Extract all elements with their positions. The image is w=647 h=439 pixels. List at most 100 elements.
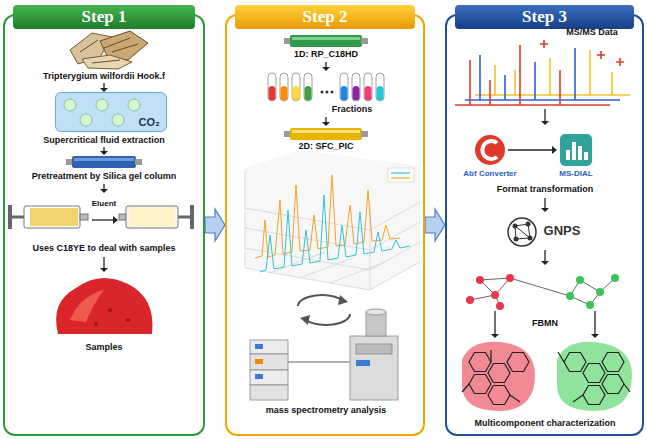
flow-arrow [544,109,545,121]
bark-illustration [80,38,138,63]
first-dimension-column [284,35,368,47]
abf-converter-logo [482,141,497,159]
flow-arrow [494,311,495,334]
ms-dial-logo [566,150,570,160]
red-powder [94,322,98,326]
ms-dial-logo [560,134,592,166]
step-caption: 1D: RP_C18HD [294,49,358,59]
molecular-network [476,276,484,284]
first-dimension-column [290,35,362,47]
cycle-arrows [338,295,348,305]
silica-column [135,159,142,165]
flow-arrow [552,146,557,154]
fraction-tubes [341,86,348,101]
ms-dial-logo [578,146,582,160]
flow-arrow [325,62,326,67]
second-dimension-column [292,130,360,133]
fraction-tubes [377,86,384,101]
gnps-logo [513,224,518,229]
fraction-tubes [364,73,372,101]
fraction-tubes [376,73,384,101]
lc-ms-instrument [366,312,386,336]
flow-block-arrow [205,209,225,241]
molecule-structure [488,364,510,383]
fraction-tubes [280,73,288,101]
flow-arrow [541,208,549,212]
flow-arrow [325,117,326,122]
co2-bubble [80,114,92,126]
cycle-arrows [298,295,350,325]
lc-ms-instrument [255,344,263,349]
ms-dial-logo [572,142,576,160]
3d-chromatogram [391,177,410,178]
red-powder [70,290,104,322]
syringe-illustration [80,214,88,220]
molecular-network [466,296,474,304]
flow-arrow [103,257,104,268]
step-title: Step 2 [303,7,348,27]
red-powder [126,318,130,322]
molecular-network [466,274,619,310]
ms-spectrum [495,50,612,95]
syringe-illustration [119,214,126,220]
step-caption: Pretreatment by Silica gel column [32,171,177,181]
flow-arrow [508,149,552,150]
flow-arrow [103,184,104,189]
molecular-network [586,301,594,309]
syringe-illustration [8,205,12,229]
first-dimension-column [361,38,368,44]
3d-chromatogram [260,195,410,272]
step-caption: Eluent [92,199,116,208]
flow-arrow [594,311,595,334]
fraction-tubes [326,91,329,94]
silica-column [74,158,134,161]
molecule-structure [602,353,624,372]
flow-arrow [541,261,549,265]
first-dimension-column [292,37,360,40]
fraction-tubes [292,73,300,101]
flow-arrow [491,334,499,338]
step-banner: Step 2 [235,5,415,29]
flow-arrow [103,83,104,88]
fraction-tubes [269,86,276,101]
fraction-tubes [340,73,348,101]
fraction-tubes [281,86,288,101]
syringe-illustration [12,216,24,219]
step-banner: Step 1 [13,5,195,29]
molecule-structure [488,386,510,405]
flow-arrow [491,109,599,338]
second-dimension-column [284,128,368,140]
molecule-structure [602,375,624,394]
fraction-tubes [305,86,312,101]
step-caption: Multicomponent characterization [474,418,615,428]
ms-dial-logo [560,134,592,166]
bark-illustration [82,55,132,69]
3d-chromatogram [245,150,420,290]
3d-chromatogram [391,172,410,173]
molecular-network [576,276,584,284]
flow-arrow [100,268,108,272]
silica-column [72,156,136,168]
abf-converter-logo [475,135,505,165]
ms-spectrum [455,104,610,106]
fraction-tubes [293,86,300,101]
syringe-illustration [178,216,190,219]
step-caption: GNPS [544,224,581,239]
fraction-tubes [268,73,276,101]
lc-ms-instrument [250,340,288,354]
flow-arrow [100,189,108,193]
molecule-structure [583,386,605,405]
syringe-illustration [30,208,78,226]
molecular-network [470,278,615,306]
molecular-network [611,274,619,282]
gnps-logo [508,218,536,246]
flow-arrow [100,151,108,155]
lc-ms-instrument [250,354,288,370]
ms-spectrum [540,40,624,66]
flow-arrow [544,250,545,261]
molecule-structure [558,352,630,402]
fraction-tubes [353,86,360,101]
cycle-arrows [306,314,350,325]
